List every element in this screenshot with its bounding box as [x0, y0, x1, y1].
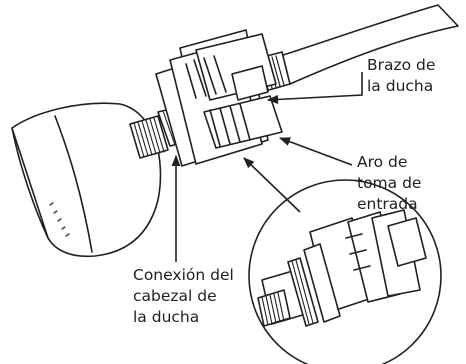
label-line: toma de	[357, 174, 422, 192]
magnified-detail-icon	[248, 179, 442, 364]
label-line: la ducha	[133, 308, 200, 326]
label-head-connection: Conexión del cabezal de la ducha	[133, 265, 234, 328]
arrow-shower-arm	[266, 72, 363, 104]
arrow-inlet-ring	[278, 137, 353, 166]
label-inlet-ring: Aro de toma de entrada	[357, 152, 421, 215]
label-line: entrada	[357, 195, 418, 213]
shower-filter-icon	[155, 29, 283, 167]
label-line: la ducha	[367, 77, 434, 95]
label-line: Conexión del	[133, 266, 234, 284]
label-line: cabezal de	[133, 287, 217, 305]
label-line: Aro de	[357, 153, 408, 171]
label-line: Brazo de	[367, 56, 436, 74]
label-shower-arm: Brazo de la ducha	[367, 55, 435, 97]
arrow-magnifier	[243, 157, 301, 213]
shower-head-icon	[11, 102, 162, 258]
